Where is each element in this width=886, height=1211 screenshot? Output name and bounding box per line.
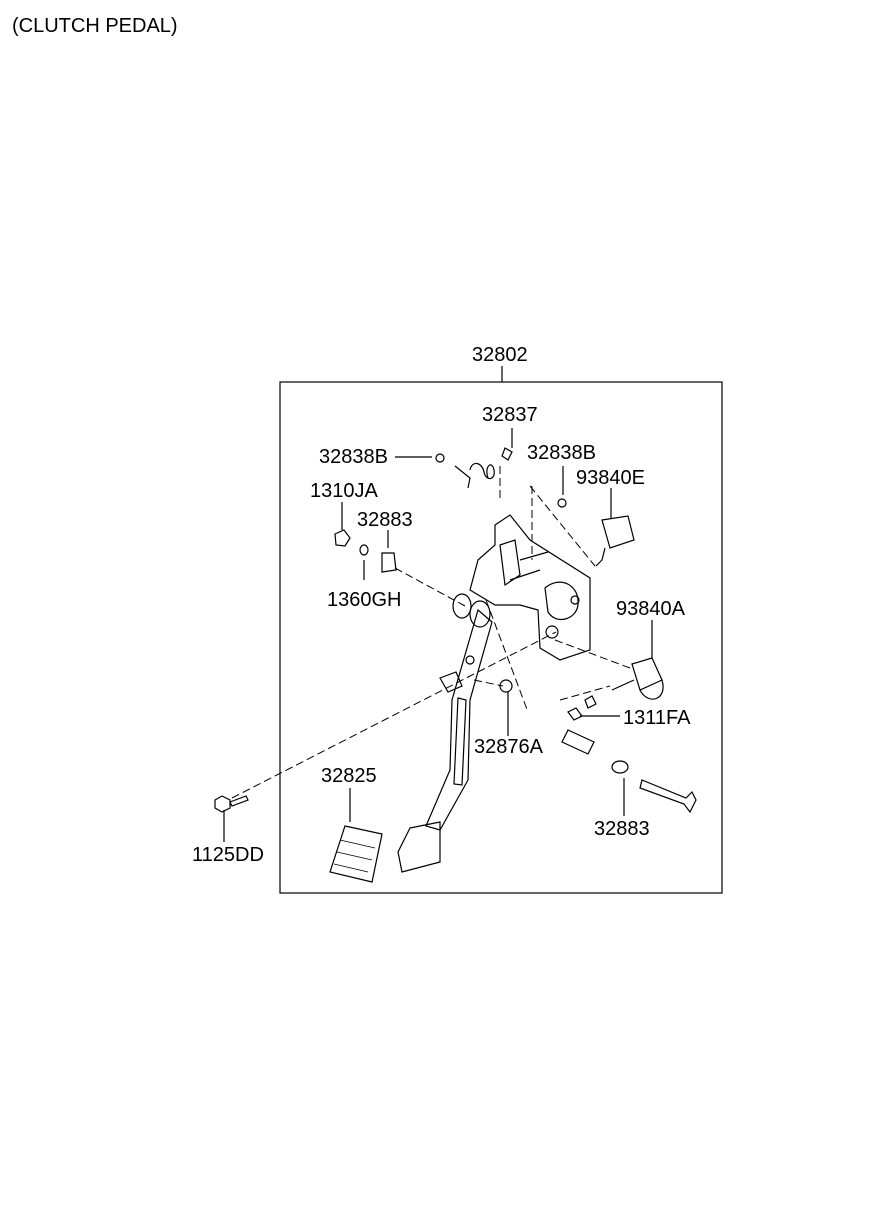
page-title: (CLUTCH PEDAL): [12, 15, 178, 37]
bolt-1125DD: [214, 795, 231, 813]
label-32802: 32802: [472, 344, 528, 366]
nut-1310JA: [334, 529, 351, 547]
label-93840E: 93840E: [576, 467, 645, 489]
assembly-frame: [279, 381, 723, 894]
nut-1311FA: [567, 707, 583, 721]
bush-32883-lower: [611, 760, 629, 774]
label-32825: 32825: [321, 765, 377, 787]
label-32838B-right: 32838B: [527, 442, 596, 464]
label-1311FA: 1311FA: [623, 707, 691, 729]
pin-32876A: [499, 679, 513, 693]
pedal-bracket: [469, 514, 591, 661]
pedal-arm: [425, 608, 493, 831]
label-32838B-left: 32838B: [319, 446, 388, 468]
bush-32883-upper: [381, 552, 397, 573]
label-93840A: 93840A: [616, 598, 685, 620]
pedal-plate: [397, 821, 441, 873]
pedal-pad: [329, 825, 383, 883]
washer-1360GH: [359, 544, 369, 556]
label-1360GH: 1360GH: [327, 589, 402, 611]
label-32883-upper: 32883: [357, 509, 413, 531]
bush-right: [557, 498, 567, 508]
label-1125DD: 1125DD: [192, 844, 264, 866]
sleeve: [561, 729, 595, 755]
label-32876A: 32876A: [474, 736, 543, 758]
label-1310JA: 1310JA: [310, 480, 378, 502]
return-spring: [469, 462, 495, 480]
bush-left: [435, 453, 445, 463]
label-32837: 32837: [482, 404, 538, 426]
bolt-lower: [639, 779, 697, 814]
switch-93840A: [631, 657, 663, 691]
label-32883-lower: 32883: [594, 818, 650, 840]
switch-93840E: [601, 515, 635, 549]
